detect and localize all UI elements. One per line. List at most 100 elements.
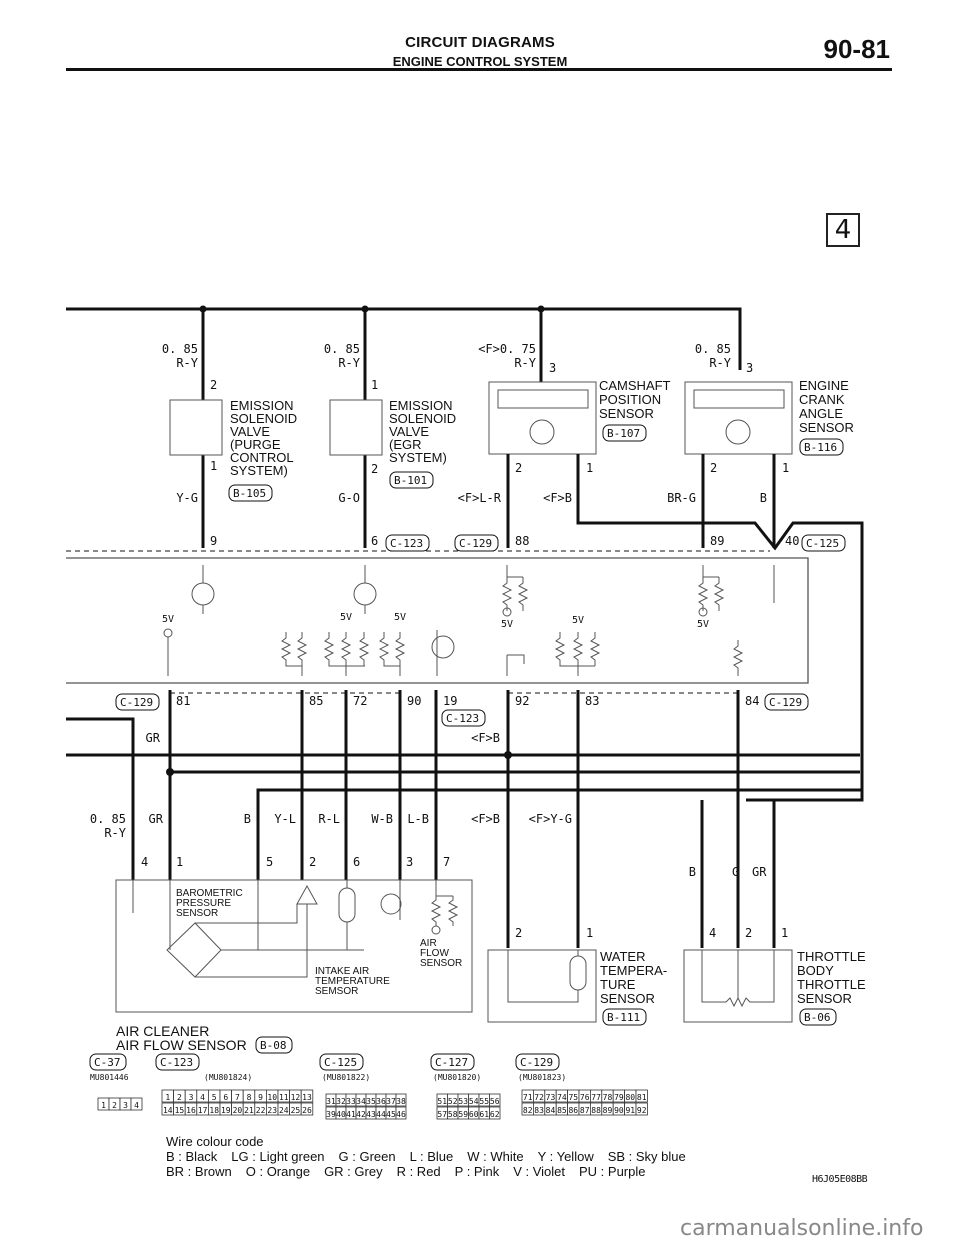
pin-number: 6 xyxy=(371,534,378,548)
connector-pin-number: 59 xyxy=(458,1110,468,1119)
connector-pin-number: 89 xyxy=(603,1106,613,1115)
connector-pin-number: 81 xyxy=(637,1093,647,1102)
pin-number: 72 xyxy=(353,694,367,708)
component-name-line: PRESSURE xyxy=(176,898,231,909)
component-name-line: TEMPERATURE xyxy=(315,976,390,987)
connector-part-number: (MU801823) xyxy=(518,1073,566,1082)
connector-pin-number: 26 xyxy=(302,1106,312,1115)
connector-pin-number: 24 xyxy=(279,1106,289,1115)
component-name-line: CAMSHAFT xyxy=(599,378,671,393)
wire-color-label: B xyxy=(760,491,767,505)
connector-part-number: MU801446 xyxy=(90,1073,129,1082)
wire-size-label: 0. 85 xyxy=(90,812,126,826)
connector-pin-number: 72 xyxy=(534,1093,544,1102)
connector-part-number: (MU801820) xyxy=(433,1073,481,1082)
transistor-symbol xyxy=(529,419,555,445)
connector-pin-cell xyxy=(130,1097,143,1111)
connector-pin-number: 78 xyxy=(603,1093,613,1102)
connector-pin-number: 33 xyxy=(346,1097,356,1106)
connector-pin-cell xyxy=(300,1102,314,1116)
connector-pin-number: 57 xyxy=(437,1110,447,1119)
pin-number: 5 xyxy=(266,855,273,869)
connector-pin-number: 45 xyxy=(386,1110,396,1119)
connector-pin-number: 13 xyxy=(302,1093,312,1102)
air-cleaner-box xyxy=(115,879,473,1013)
connector-pin-number: 43 xyxy=(366,1110,376,1119)
connector-tag xyxy=(385,534,430,552)
legend-title: Wire colour code xyxy=(166,1134,264,1149)
resistor-icon xyxy=(447,896,459,926)
component-name-line: SENSOR xyxy=(176,908,218,919)
connector-tag-label: C-129 xyxy=(459,537,492,550)
wire-size-label: 0. 85 xyxy=(162,342,198,356)
component-name-line: AIR FLOW SENSOR xyxy=(116,1037,247,1053)
watermark: carmanualsonline.info xyxy=(680,1216,924,1241)
wire-cam-pin1 xyxy=(576,454,864,802)
connector-pin-number: 32 xyxy=(336,1097,346,1106)
pin-number: 81 xyxy=(176,694,190,708)
connector-tag-label: C-123 xyxy=(446,712,479,725)
pin-number: 6 xyxy=(353,855,360,869)
wire-color-label: Y-G xyxy=(176,491,198,505)
connector-tag-label: C-37 xyxy=(94,1056,121,1069)
wire-color-label: R-Y xyxy=(514,356,536,370)
connector-pin-number: 88 xyxy=(591,1106,601,1115)
connector-pin-number: 39 xyxy=(326,1110,336,1119)
thermistor-icon xyxy=(569,955,587,991)
component-name-line: ENGINE xyxy=(799,378,849,393)
component-name-line: SYSTEM) xyxy=(389,450,447,465)
connector-pin-number: 91 xyxy=(625,1106,635,1115)
connector-part-number: (MU801824) xyxy=(204,1073,252,1082)
junction-dot xyxy=(166,768,174,776)
legend-entry: SB : Sky blue xyxy=(607,1149,686,1164)
wire-color-label: <F>B xyxy=(543,491,572,505)
connector-pin-number: 7 xyxy=(235,1093,240,1102)
resistor-icon xyxy=(713,577,725,611)
baro-bridge xyxy=(166,922,222,978)
pin-number: 83 xyxy=(585,694,599,708)
component-name-line: WATER xyxy=(600,949,646,964)
connector-pin-number: 85 xyxy=(557,1106,567,1115)
component-name-line: EMISSION xyxy=(230,398,294,413)
connector-pin-number: 56 xyxy=(490,1097,500,1106)
pin-number: 40 xyxy=(785,534,799,548)
pin-number: 2 xyxy=(309,855,316,869)
wire-color-label: <F>B xyxy=(471,731,500,745)
connector-pin-number: 35 xyxy=(366,1097,376,1106)
connector-pin-number: 41 xyxy=(346,1110,356,1119)
pin-number: 1 xyxy=(176,855,183,869)
connector-tag xyxy=(430,1053,475,1071)
pin-number: 1 xyxy=(210,459,217,473)
component-name-line: TURE xyxy=(600,977,636,992)
pin-number: 88 xyxy=(515,534,529,548)
pin-number: 2 xyxy=(745,926,752,940)
5v-source-icon xyxy=(502,607,512,617)
legend-entry: P : Pink xyxy=(454,1164,500,1179)
connector-pin-number: 80 xyxy=(625,1093,635,1102)
pin-number: 2 xyxy=(515,461,522,475)
resistor-icon xyxy=(296,632,308,676)
transistor-symbol xyxy=(191,582,215,606)
connector-pin-number: 22 xyxy=(256,1106,266,1115)
component-name-line: INTAKE AIR xyxy=(315,966,369,977)
connector-tag-label: B-105 xyxy=(233,487,266,500)
connector-tag-label: B-08 xyxy=(260,1039,287,1052)
connector-pin-number: 3 xyxy=(189,1093,194,1102)
connector-pin-number: 12 xyxy=(291,1093,301,1102)
transistor-symbol xyxy=(353,582,377,606)
connector-tag-label: B-101 xyxy=(394,474,427,487)
connector-pin-number: 4 xyxy=(200,1093,205,1102)
component-name-line: SENSOR xyxy=(600,991,655,1006)
wire-color-label: W-B xyxy=(371,812,393,826)
transistor-symbol xyxy=(431,635,455,659)
connector-pin-cell xyxy=(395,1093,407,1107)
connector-pin-cell xyxy=(635,1089,648,1103)
component-name-line: SEMSOR xyxy=(315,986,358,997)
connector-pin-number: 34 xyxy=(356,1097,366,1106)
component-name-line: POSITION xyxy=(599,392,661,407)
resistor-icon xyxy=(430,896,442,926)
component-name-line: AIR CLEANER xyxy=(116,1023,209,1039)
connector-pin-number: 82 xyxy=(523,1106,533,1115)
wire-color-label: G-O xyxy=(338,491,360,505)
